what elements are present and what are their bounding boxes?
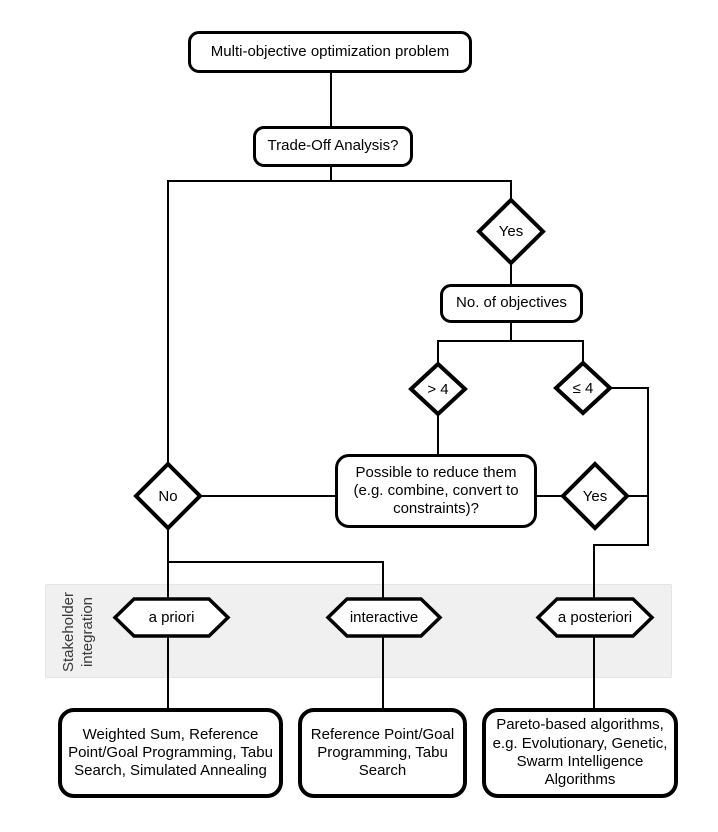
connector-le4-rail-to-aposteriori [593, 387, 649, 710]
connector-tradeoff-split [167, 180, 512, 464]
node-number-of-objectives: No. of objectives [440, 284, 583, 323]
node-tradeoff-analysis: Trade-Off Analysis? [253, 126, 413, 167]
node-methods-interactive: Reference Point/Goal Programming, Tabu S… [298, 708, 467, 798]
node-problem: Multi-objective optimization problem [188, 31, 472, 73]
node-methods-a-priori: Weighted Sum, Reference Point/Goal Progr… [58, 708, 283, 798]
connector-objectives-split [437, 340, 584, 366]
hexagon-interactive [325, 597, 443, 638]
decision-diamond-gt4 [408, 361, 468, 417]
node-possible-to-reduce: Possible to reduce them (e.g. combine, c… [335, 454, 537, 528]
hexagon-a-posteriori [535, 597, 655, 638]
decision-diamond-le4 [553, 360, 613, 416]
stakeholder-integration-label: Stakeholder integration [60, 591, 96, 673]
node-methods-a-posteriori: Pareto-based algorithms, e.g. Evolutiona… [482, 708, 678, 798]
decision-diamond-no-tradeoff [133, 461, 203, 531]
decision-diamond-yes-reduce [560, 461, 630, 531]
connector-no-to-interactive [168, 561, 384, 710]
hexagon-a-priori [112, 597, 231, 638]
decision-diamond-yes-tradeoff [476, 197, 546, 266]
